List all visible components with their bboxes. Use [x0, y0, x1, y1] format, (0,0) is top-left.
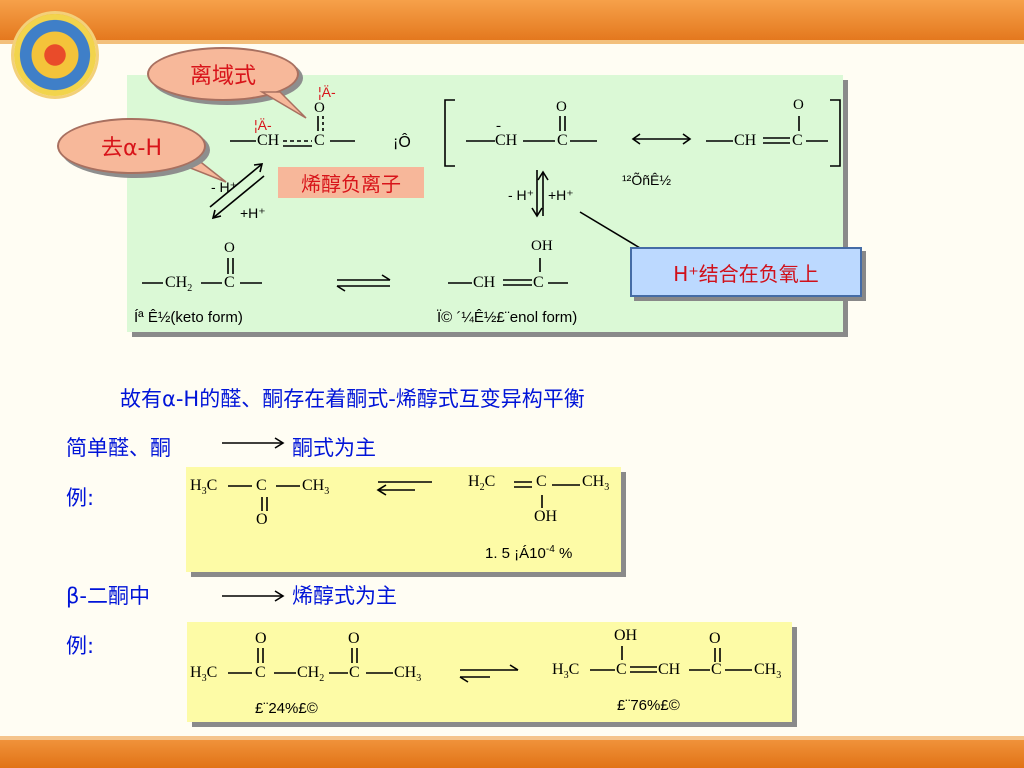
ex2-c1: C — [255, 664, 266, 681]
ex2-o2: O — [348, 630, 360, 647]
ex1-ratio-value: 1. 5 ¡Á10 — [485, 545, 546, 562]
example1-panel — [186, 467, 621, 572]
minus-sign-res1: - — [496, 118, 501, 134]
university-logo — [14, 14, 96, 96]
example2-label: 例: — [66, 634, 95, 658]
atom-ch-top: CH — [257, 132, 280, 149]
ex1-h2c: H2C — [468, 473, 496, 494]
garbled-delta-1: ¦Ä- — [318, 84, 336, 100]
beta-diketone-label: β-二酮中 — [66, 584, 150, 608]
ex2-enol-o: O — [709, 630, 721, 647]
tautomerism-statement: 故有α-H的醛、酮存在着酮式-烯醇式互变异构平衡 — [120, 387, 585, 411]
atom-ch-res1: CH — [495, 132, 518, 149]
ex2-c2: C — [349, 664, 360, 681]
h-plus-binding-text: H⁺结合在负氧上 — [673, 261, 819, 286]
enolate-ion-text: 烯醇负离子 — [301, 172, 401, 196]
ex2-enol-c1: C — [616, 661, 627, 678]
atom-ch-enol: CH — [473, 274, 496, 291]
ex1-ratio-unit: % — [554, 545, 573, 562]
ex2-enol-ch3: CH3 — [754, 661, 782, 682]
ex2-ch3: CH3 — [394, 664, 422, 685]
atom-o-res2: O — [793, 97, 804, 113]
ex2-keto-ratio: £¨24%£© — [255, 700, 318, 717]
simple-carbonyl-result: 酮式为主 — [292, 436, 376, 460]
atom-oh-enol: OH — [531, 238, 553, 254]
ex1-h3c: H3C — [190, 477, 218, 498]
bottom-banner — [0, 740, 1024, 768]
ex1-o: O — [256, 511, 268, 528]
atom-c-top: C — [314, 132, 325, 149]
ex2-enol-c2: C — [711, 661, 722, 678]
atom-o-top: O — [314, 100, 325, 116]
enolate-ion-label: 烯醇负离子 — [278, 167, 424, 198]
callout-delocalized-text: 离域式 — [189, 64, 256, 89]
atom-ch-res2: CH — [734, 132, 757, 149]
ex1-c: C — [256, 477, 267, 494]
ex1-ch3: CH3 — [302, 477, 330, 498]
atom-o-res1: O — [556, 99, 567, 115]
ex1-oh: OH — [534, 508, 558, 525]
ex2-o1: O — [255, 630, 267, 647]
garbled-resonance: ¹²ÕñÊ½ — [622, 172, 672, 188]
ex2-enol-ratio: £¨76%£© — [617, 697, 680, 714]
garbled-delta-2: ¦Ä- — [254, 117, 272, 133]
bottom-banner-line — [0, 736, 1024, 740]
atom-o-keto: O — [224, 240, 235, 256]
top-banner — [0, 0, 1024, 40]
example2-panel — [187, 622, 792, 722]
ex1-enol-ch3: CH3 — [582, 473, 610, 494]
atom-c-res1: C — [557, 132, 568, 149]
atom-ch2-keto: CH2 — [165, 274, 193, 295]
enol-form-caption: Ï© ´¼Ê½£¨enol form) — [437, 309, 578, 326]
keto-form-caption: Íª Ê½(keto form) — [134, 309, 243, 326]
ex2-enol-ch: CH — [658, 661, 681, 678]
minus-h-left: - H⁺ — [211, 179, 238, 195]
plus-h-left: +H⁺ — [240, 205, 266, 221]
callout-remove-alpha-h-text: 去α-H — [101, 136, 162, 161]
ex2-enol-h3c: H3C — [552, 661, 580, 682]
h-plus-binding-note: H⁺结合在负氧上 — [630, 247, 862, 297]
ex2-ch2: CH2 — [297, 664, 325, 685]
ex2-enol-oh: OH — [614, 627, 638, 644]
ex1-ratio-exponent: -4 — [545, 544, 555, 555]
ex1-enol-c: C — [536, 473, 547, 490]
ex1-ratio: 1. 5 ¡Á10-4 % — [485, 544, 572, 562]
plus-h-right: +H⁺ — [548, 187, 574, 203]
simple-carbonyl-label: 简单醛、酮 — [66, 436, 171, 460]
atom-c-res2: C — [792, 132, 803, 149]
top-banner-line — [0, 40, 1024, 44]
atom-c-keto: C — [224, 274, 235, 291]
garbled-or: ¡Ô — [393, 134, 411, 151]
ex2-h3c: H3C — [190, 664, 218, 685]
beta-diketone-result: 烯醇式为主 — [292, 584, 397, 608]
example1-label: 例: — [66, 486, 95, 510]
atom-c-enol: C — [533, 274, 544, 291]
minus-h-right: - H⁺ — [508, 187, 535, 203]
callout-remove-alpha-h: 去α-H — [57, 118, 206, 174]
